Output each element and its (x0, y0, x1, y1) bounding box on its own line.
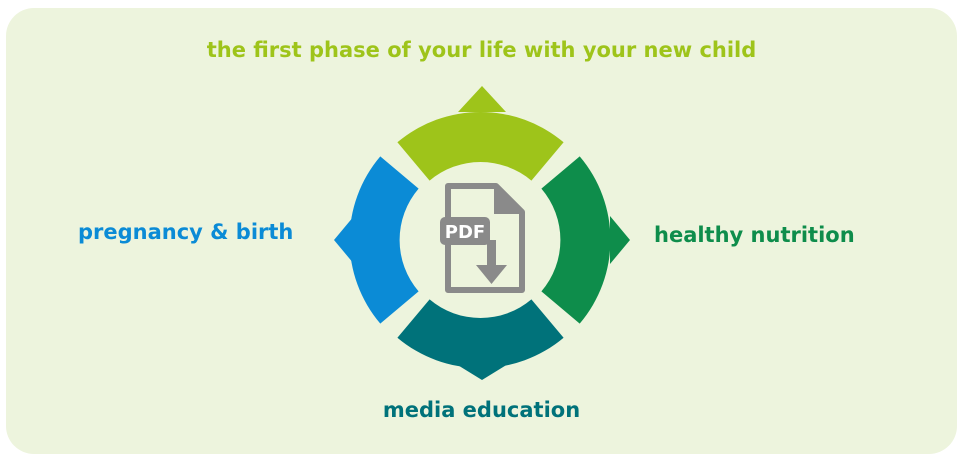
pdf-download-button[interactable]: PDF (426, 172, 540, 306)
segment-right-arrow (610, 216, 630, 264)
life-phase-cycle-diagram (334, 86, 630, 380)
segment-top-arrow (458, 86, 506, 112)
label-media-education[interactable]: media education (382, 398, 581, 422)
segment-left-arrow (334, 216, 354, 264)
pdf-download-icon: PDF (440, 183, 525, 293)
label-first-phase[interactable]: the first phase of your life with your n… (206, 38, 757, 62)
label-pregnancy-birth[interactable]: pregnancy & birth (78, 220, 294, 244)
pdf-badge-text: PDF (445, 222, 485, 243)
segment-bottom[interactable] (397, 299, 564, 369)
segment-bottom-arrow (456, 364, 508, 380)
label-healthy-nutrition[interactable]: healthy nutrition (654, 223, 855, 247)
segment-top[interactable] (397, 111, 564, 181)
diagram-panel: the first phase of your life with your n… (6, 8, 957, 454)
segment-left[interactable] (349, 156, 419, 324)
segment-right[interactable] (541, 156, 611, 324)
